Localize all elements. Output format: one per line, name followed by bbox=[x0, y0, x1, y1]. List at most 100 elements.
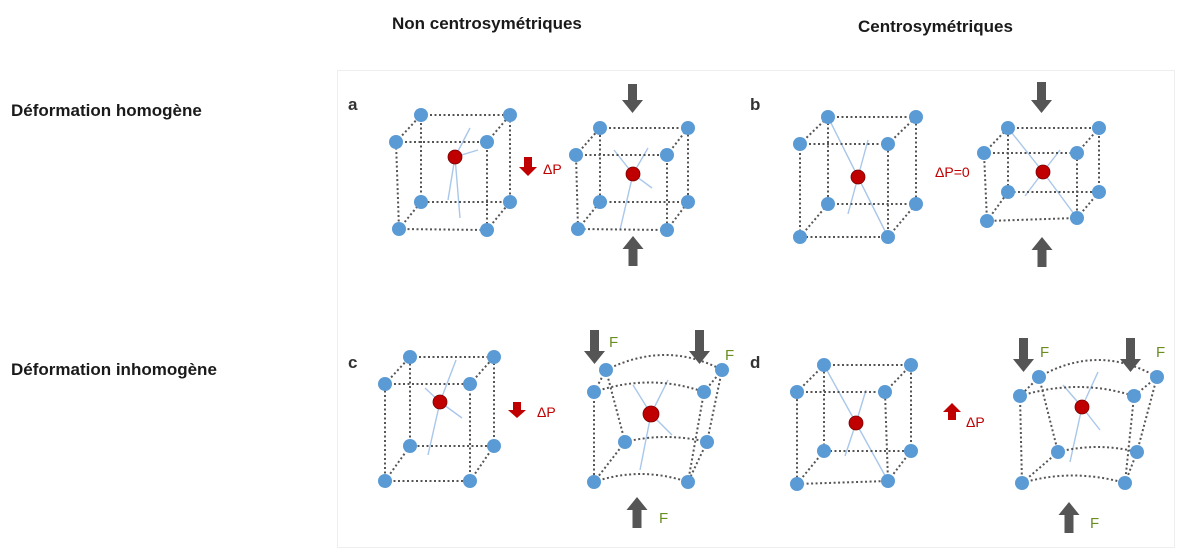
cube-reference-a bbox=[389, 108, 517, 237]
force-arrow-up bbox=[1058, 502, 1080, 533]
lattice-atom bbox=[599, 363, 613, 377]
column-header-centrosymmetric: Centrosymétriques bbox=[858, 17, 1013, 36]
lattice-atom bbox=[503, 108, 517, 122]
force-arrow-down bbox=[1031, 82, 1052, 113]
lattice-atom bbox=[1118, 476, 1132, 490]
lattice-atom bbox=[593, 195, 607, 209]
row-header-homogeneous: Déformation homogène bbox=[11, 101, 202, 120]
column-header-non-centrosymmetric: Non centrosymétriques bbox=[392, 14, 582, 33]
lattice-atom bbox=[817, 444, 831, 458]
lattice-atom bbox=[1032, 370, 1046, 384]
lattice-atom bbox=[980, 214, 994, 228]
panel-d-polarization: ΔP bbox=[966, 414, 985, 430]
center-atom bbox=[447, 149, 463, 165]
panel-b-letter: b bbox=[750, 95, 760, 114]
lattice-atom bbox=[569, 148, 583, 162]
force-label: F bbox=[659, 510, 668, 527]
lattice-atom bbox=[463, 474, 477, 488]
panel-c-letter: c bbox=[348, 353, 357, 372]
force-label: F bbox=[1040, 344, 1049, 361]
force-label: F bbox=[609, 334, 618, 351]
polarization-up-arrow bbox=[943, 403, 961, 420]
force-label: F bbox=[725, 347, 734, 364]
center-atom bbox=[642, 405, 660, 423]
lattice-atom bbox=[821, 197, 835, 211]
lattice-atom bbox=[909, 197, 923, 211]
lattice-atom bbox=[503, 195, 517, 209]
lattice-atom bbox=[487, 350, 501, 364]
lattice-atom bbox=[660, 148, 674, 162]
lattice-atom bbox=[904, 444, 918, 458]
force-arrow-up bbox=[626, 497, 648, 528]
lattice-atom bbox=[1127, 389, 1141, 403]
cube-reference-c bbox=[378, 350, 501, 488]
lattice-atom bbox=[389, 135, 403, 149]
lattice-atom bbox=[1130, 445, 1144, 459]
row-header-inhomogeneous: Déformation inhomogène bbox=[11, 360, 217, 379]
lattice-atom bbox=[660, 223, 674, 237]
cube-bent-c bbox=[587, 354, 729, 489]
lattice-atom bbox=[681, 195, 695, 209]
lattice-atom bbox=[977, 146, 991, 160]
center-atom bbox=[1035, 164, 1051, 180]
panel-b-polarization: ΔP=0 bbox=[935, 164, 970, 180]
lattice-atom bbox=[790, 477, 804, 491]
panel-a-letter: a bbox=[348, 95, 358, 114]
lattice-atom bbox=[593, 121, 607, 135]
lattice-atom bbox=[817, 358, 831, 372]
polarization-down-arrow bbox=[519, 157, 537, 176]
lattice-atom bbox=[571, 222, 585, 236]
lattice-atom bbox=[1150, 370, 1164, 384]
center-atom bbox=[848, 415, 864, 431]
lattice-atom bbox=[587, 475, 601, 489]
lattice-atom bbox=[392, 222, 406, 236]
lattice-atom bbox=[681, 121, 695, 135]
force-label: F bbox=[1156, 344, 1165, 361]
lattice-atom bbox=[1092, 185, 1106, 199]
cube-compressed-a bbox=[569, 121, 695, 237]
lattice-atom bbox=[793, 230, 807, 244]
force-label: F bbox=[1090, 515, 1099, 532]
force-arrow-down-right bbox=[689, 330, 710, 364]
lattice-atom bbox=[1015, 476, 1029, 490]
lattice-atom bbox=[487, 439, 501, 453]
lattice-atom bbox=[700, 435, 714, 449]
panel-a: a ΔP bbox=[348, 84, 695, 266]
lattice-atom bbox=[1013, 389, 1027, 403]
panel-d: d ΔP bbox=[750, 338, 1165, 533]
lattice-atom bbox=[904, 358, 918, 372]
force-arrow-down bbox=[622, 84, 643, 113]
lattice-atom bbox=[618, 435, 632, 449]
force-arrow-down-left bbox=[584, 330, 605, 364]
polarization-down-arrow bbox=[508, 402, 526, 418]
cube-bent-d bbox=[1013, 359, 1164, 490]
panel-c: c ΔP bbox=[348, 330, 734, 528]
figure-frame bbox=[337, 70, 1175, 548]
force-arrow-down-right bbox=[1120, 338, 1141, 372]
lattice-atom bbox=[414, 195, 428, 209]
force-arrow-up bbox=[622, 236, 644, 266]
lattice-atom bbox=[480, 223, 494, 237]
lattice-atom bbox=[821, 110, 835, 124]
panel-d-letter: d bbox=[750, 353, 760, 372]
lattice-atom bbox=[909, 110, 923, 124]
cube-compressed-b bbox=[977, 121, 1106, 228]
cube-reference-b bbox=[793, 110, 923, 244]
force-arrow-down-left bbox=[1013, 338, 1034, 372]
center-atom bbox=[1074, 399, 1090, 415]
lattice-atom bbox=[1001, 185, 1015, 199]
lattice-atom bbox=[790, 385, 804, 399]
lattice-atom bbox=[1070, 146, 1084, 160]
lattice-atom bbox=[1092, 121, 1106, 135]
lattice-atom bbox=[403, 350, 417, 364]
lattice-atom bbox=[414, 108, 428, 122]
lattice-atom bbox=[881, 474, 895, 488]
lattice-atom bbox=[403, 439, 417, 453]
lattice-atom bbox=[463, 377, 477, 391]
lattice-atom bbox=[378, 474, 392, 488]
lattice-atom bbox=[878, 385, 892, 399]
lattice-atom bbox=[587, 385, 601, 399]
lattice-atom bbox=[1051, 445, 1065, 459]
lattice-atom bbox=[881, 230, 895, 244]
